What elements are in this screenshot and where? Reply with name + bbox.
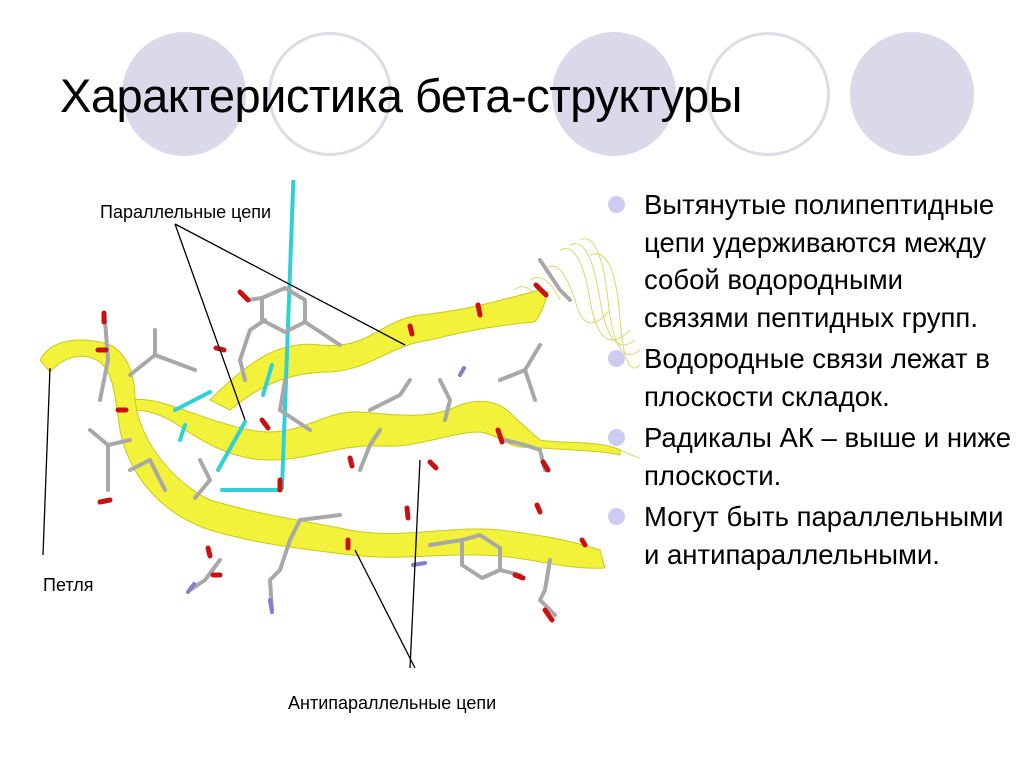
bullet-item: Радикалы АК – выше и ниже плоскости. bbox=[602, 419, 1012, 494]
bullet-item: Могут быть параллельными и антипараллель… bbox=[602, 498, 1012, 573]
beta-sheet-diagram bbox=[39, 180, 640, 669]
bullet-text: Вытянутые полипептидные цепи удерживаютс… bbox=[644, 189, 995, 333]
bullet-text: Водородные связи лежат в плоскости склад… bbox=[644, 343, 990, 412]
leader-lines bbox=[42, 223, 421, 669]
bullet-text: Могут быть параллельными и антипараллель… bbox=[644, 501, 1004, 570]
decor-circle-1 bbox=[122, 32, 246, 156]
decor-circle-3 bbox=[552, 32, 676, 156]
oxygen-atoms bbox=[95, 282, 588, 623]
decor-circle-4 bbox=[706, 32, 830, 156]
label-loop: Петля bbox=[43, 575, 94, 595]
hydrogen-bonds bbox=[173, 180, 296, 492]
decor-circle-2 bbox=[268, 32, 392, 156]
bullet-text: Радикалы АК – выше и ниже плоскости. bbox=[644, 422, 1012, 491]
side-chains bbox=[88, 258, 572, 617]
label-parallel-chains: Параллельные цепи bbox=[100, 202, 272, 222]
bullet-dot-icon bbox=[608, 508, 625, 525]
coil-wireframe bbox=[514, 238, 640, 459]
decor-circle-5 bbox=[850, 32, 974, 156]
bullet-dot-icon bbox=[608, 429, 625, 446]
ribbon-strands bbox=[39, 289, 621, 569]
slide-title: Характеристика бета-структуры bbox=[60, 69, 742, 122]
bullet-dot-icon bbox=[608, 350, 625, 367]
bullet-list: Вытянутые полипептидные цепи удерживаютс… bbox=[602, 186, 1012, 577]
bullet-item: Вытянутые полипептидные цепи удерживаютс… bbox=[602, 186, 1012, 336]
bullet-item: Водородные связи лежат в плоскости склад… bbox=[602, 340, 1012, 415]
bullet-dot-icon bbox=[608, 196, 625, 213]
label-antiparallel-chains: Антипараллельные цепи bbox=[288, 693, 497, 713]
